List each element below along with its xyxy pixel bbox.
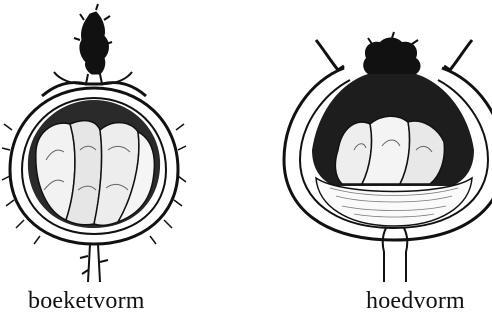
caption-hoedvorm: hoedvorm <box>366 286 465 316</box>
seed-mass <box>312 74 474 186</box>
hoedvorm-illustration <box>246 0 492 323</box>
top-tuft <box>74 4 112 74</box>
hoedvorm-drawing <box>246 0 492 323</box>
top-tuft <box>363 32 420 74</box>
seed-mass <box>28 100 160 228</box>
boeketvorm-illustration <box>0 0 246 323</box>
caption-boeketvorm: boeketvorm <box>28 286 145 316</box>
boeketvorm-drawing <box>0 0 246 323</box>
stalk <box>80 244 108 282</box>
stalk <box>383 228 408 282</box>
